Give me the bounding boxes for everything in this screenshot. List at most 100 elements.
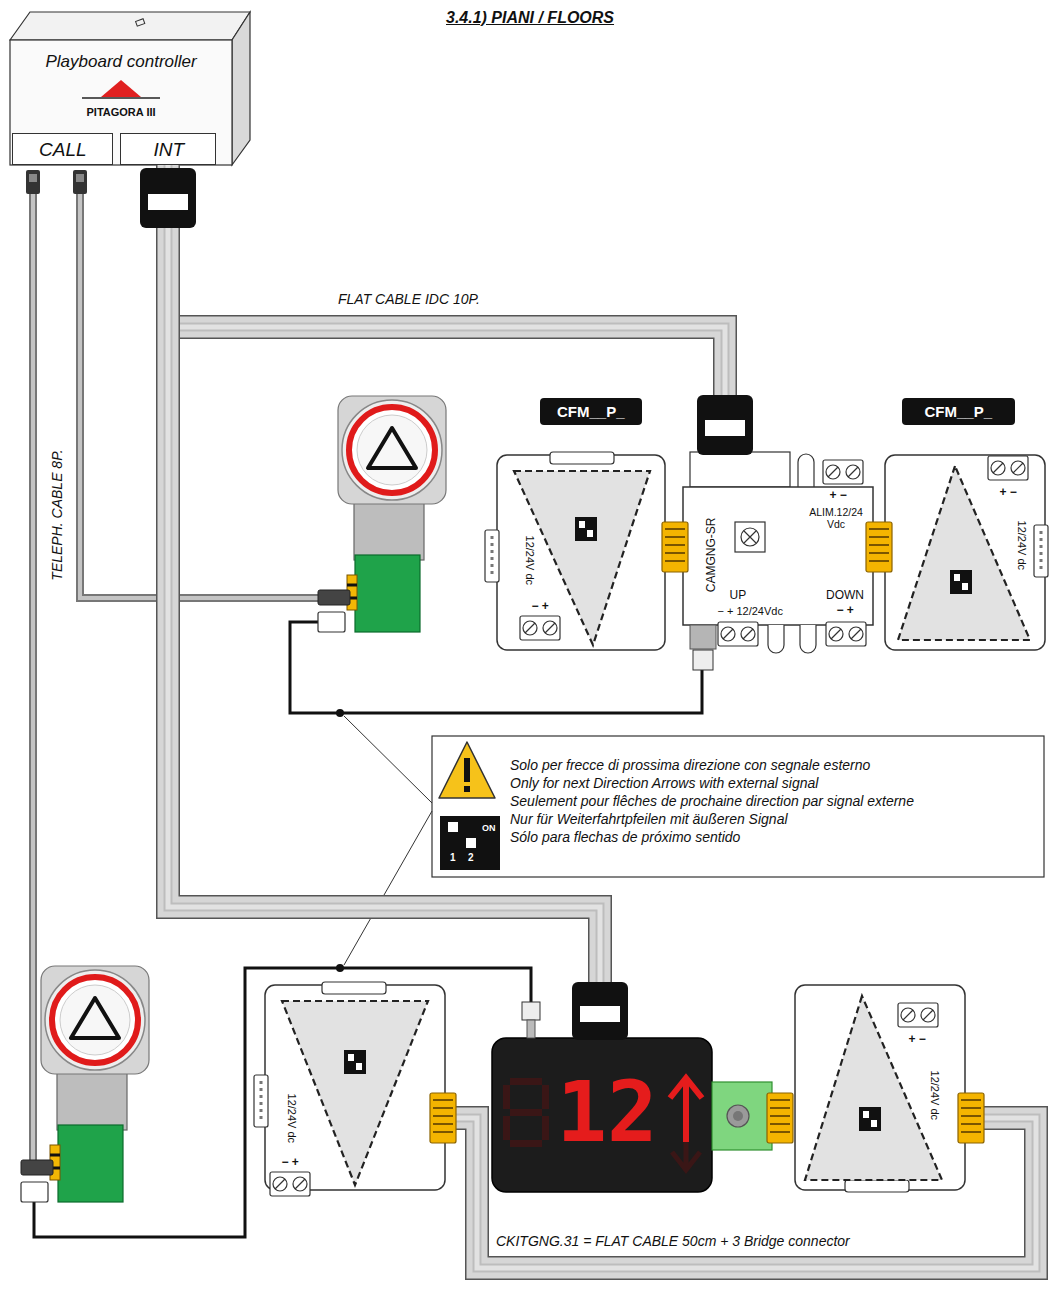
ribbon-edge bbox=[168, 165, 725, 445]
module-badge: CFM__P_ bbox=[540, 398, 642, 425]
warning-mark bbox=[464, 786, 470, 792]
ghost-segment bbox=[510, 1109, 542, 1116]
buzzer-center bbox=[733, 1111, 743, 1121]
cfm-module: 12/24V dc− + bbox=[497, 455, 665, 650]
controller-led bbox=[136, 19, 145, 26]
node-text: ALIM.12/24 Vdc bbox=[808, 506, 864, 530]
node-text: Only for next Direction Arrows with exte… bbox=[510, 775, 818, 791]
ribbon-stripe bbox=[168, 165, 600, 1038]
node-text: − + 12/24Vdc bbox=[718, 605, 783, 618]
ribbon-stripe bbox=[168, 165, 725, 445]
dip-icon-lever bbox=[448, 822, 458, 832]
bridge-connector bbox=[430, 1093, 456, 1143]
node-text: CFM__P_ bbox=[925, 403, 993, 420]
arrow-triangle bbox=[282, 1001, 428, 1185]
mount-tab bbox=[798, 454, 814, 487]
controller-front bbox=[10, 40, 232, 165]
cfm-hinge bbox=[322, 982, 386, 994]
node-text: CAMGNG-SR bbox=[705, 518, 719, 593]
telephone-cable bbox=[80, 194, 320, 598]
leader-line bbox=[344, 811, 432, 965]
dip-switch bbox=[950, 570, 972, 594]
terminal-block bbox=[718, 622, 758, 646]
switch-label: ON bbox=[482, 823, 496, 833]
node-text: 12/24V dc bbox=[1015, 520, 1028, 570]
bridge-connector bbox=[662, 522, 688, 572]
idc-plug bbox=[697, 395, 753, 455]
trimmer-box bbox=[735, 522, 765, 552]
trimmer bbox=[741, 528, 759, 546]
dip-switch bbox=[575, 517, 597, 541]
idc-plug bbox=[140, 168, 196, 228]
mount-tab bbox=[800, 625, 816, 653]
node-text: 12 bbox=[557, 1070, 658, 1154]
node-text: UP bbox=[730, 589, 747, 603]
module-badge: CFM__P_ bbox=[902, 398, 1015, 425]
terminal-block bbox=[826, 622, 866, 646]
side-connector bbox=[254, 1075, 268, 1127]
switch-number: 1 bbox=[450, 852, 456, 864]
side-connector bbox=[485, 530, 499, 582]
node-text: + − bbox=[830, 489, 847, 503]
wire-socket bbox=[690, 625, 716, 649]
flat-cable bbox=[445, 1118, 1036, 1268]
terminal-block bbox=[823, 460, 863, 484]
telephone-plug bbox=[73, 170, 87, 194]
ribbon-edge bbox=[445, 1118, 1036, 1268]
mount-tab bbox=[768, 625, 784, 653]
camgng-body bbox=[683, 487, 873, 625]
controller-top bbox=[10, 12, 250, 40]
cfm-module: + −12/24V dc bbox=[795, 985, 965, 1190]
node-text: + − bbox=[909, 1033, 926, 1047]
cable-label: FLAT CABLE IDC 10P. bbox=[338, 291, 480, 307]
wire-socket bbox=[527, 1020, 535, 1038]
cfm-body bbox=[795, 985, 965, 1190]
bridge-connector bbox=[767, 1093, 793, 1143]
node-text: DOWN bbox=[826, 589, 864, 603]
bridge-connector bbox=[958, 1093, 984, 1143]
controller-box: Playboard controllerPITAGORA IIICALLINT bbox=[10, 40, 232, 165]
node-text: CALL bbox=[39, 139, 87, 161]
note-box: Solo per frecce di prossima direzione co… bbox=[432, 736, 1044, 877]
logo-line bbox=[82, 97, 160, 99]
warning-mark bbox=[464, 758, 470, 782]
cfm-module: 12/24V dc− + bbox=[265, 985, 445, 1190]
telephone-cable-core bbox=[33, 194, 40, 1167]
idc-plug-label bbox=[705, 420, 745, 436]
cfm-module: + − 12/24V dc bbox=[885, 455, 1045, 650]
diagram-title: 3.4.1) PIANI / FLOORS bbox=[446, 9, 614, 27]
kit-label: CKITGNG.31 = FLAT CABLE 50cm + 3 Bridge … bbox=[496, 1233, 850, 1249]
cfm-body bbox=[885, 455, 1045, 650]
node-text: PITAGORA III bbox=[87, 106, 156, 119]
dip-switch bbox=[859, 1107, 881, 1131]
ribbon-body bbox=[168, 165, 600, 1038]
cfm-body bbox=[265, 985, 445, 1190]
telephone-plug-latch bbox=[76, 174, 84, 182]
arrow-triangle bbox=[805, 996, 942, 1180]
leader-line bbox=[344, 716, 432, 803]
telephone-plug bbox=[26, 170, 40, 194]
ribbon-body bbox=[445, 1118, 1036, 1268]
side-connector bbox=[1034, 525, 1048, 577]
node-text: Nur für Weiterfahrtpfeilen mit äußeren S… bbox=[510, 811, 788, 827]
switch-number: 2 bbox=[468, 852, 474, 864]
node-text: + − bbox=[1000, 486, 1017, 500]
controller-side bbox=[232, 12, 250, 165]
idc-plug bbox=[572, 982, 628, 1040]
flat-cable bbox=[168, 165, 725, 445]
ghost-segment bbox=[503, 1085, 510, 1109]
arrow-triangle bbox=[514, 471, 650, 645]
node-text: 12/24V dc bbox=[523, 535, 536, 585]
call-button bbox=[21, 966, 149, 1202]
display-board bbox=[712, 1082, 772, 1150]
ribbon-stripe bbox=[168, 165, 725, 445]
wire-dot bbox=[336, 964, 344, 972]
node-text: − + bbox=[282, 1156, 299, 1170]
dip-switch bbox=[344, 1050, 366, 1074]
wire-plug bbox=[693, 650, 713, 670]
node-text: INT bbox=[154, 139, 185, 161]
ribbon-stripe bbox=[445, 1118, 1036, 1268]
ribbon-edge bbox=[168, 165, 600, 1038]
node-text: Seulement pour flêches de prochaine dire… bbox=[510, 793, 914, 809]
